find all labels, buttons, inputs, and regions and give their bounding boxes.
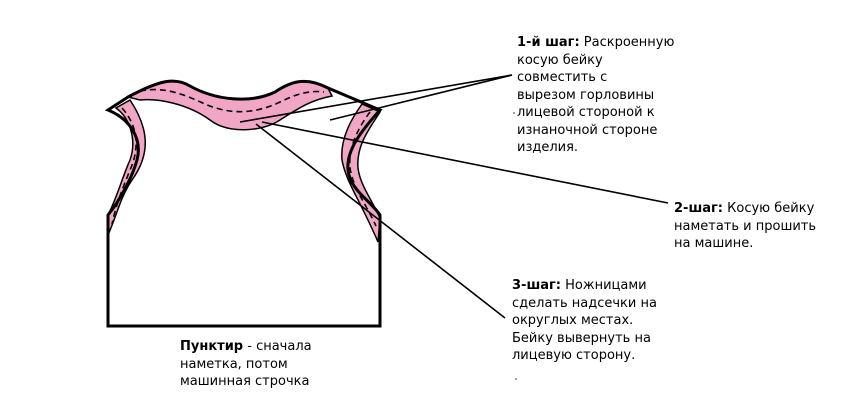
leader-line-step1-a xyxy=(239,74,513,123)
neckline-binding xyxy=(125,80,334,131)
neckline-stitch-line xyxy=(139,88,325,113)
right-armhole-binding xyxy=(341,103,382,243)
leader-line-step1-b xyxy=(329,74,513,121)
garment-outline xyxy=(104,79,383,328)
leader-line-step3 xyxy=(255,123,506,319)
left-armhole-stitch-line xyxy=(111,107,137,225)
step1-text: Раскроенную косую бейку совместить с выр… xyxy=(517,35,675,155)
step1-note: 1-й шаг: Раскроенную косую бейку совмест… xyxy=(517,34,687,157)
dashed-title: Пунктир xyxy=(180,339,244,354)
step3-title: 3-шаг: xyxy=(512,278,562,293)
step3-note: 3-шаг: Ножницами сделать надсечки на окр… xyxy=(512,277,682,365)
step3-text: Ножницами сделать надсечки на округлых м… xyxy=(512,278,657,363)
dashed-line-note: Пунктир - сначала наметка, потом машинна… xyxy=(180,338,330,391)
step2-title: 2-шаг: xyxy=(674,201,724,216)
stray-dot xyxy=(513,112,515,114)
step2-note: 2-шаг: Косую бейку наметать и прошить на… xyxy=(674,200,844,253)
dashed-text: - сначала наметка, потом машинная строчк… xyxy=(180,339,312,389)
right-armhole-stitch-line xyxy=(348,111,377,227)
step1-title: 1-й шаг: xyxy=(517,35,580,50)
leader-line-step2 xyxy=(261,121,669,204)
stray-dot xyxy=(515,378,517,380)
step2-text: Косую бейку наметать и прошить на машине… xyxy=(674,201,817,251)
